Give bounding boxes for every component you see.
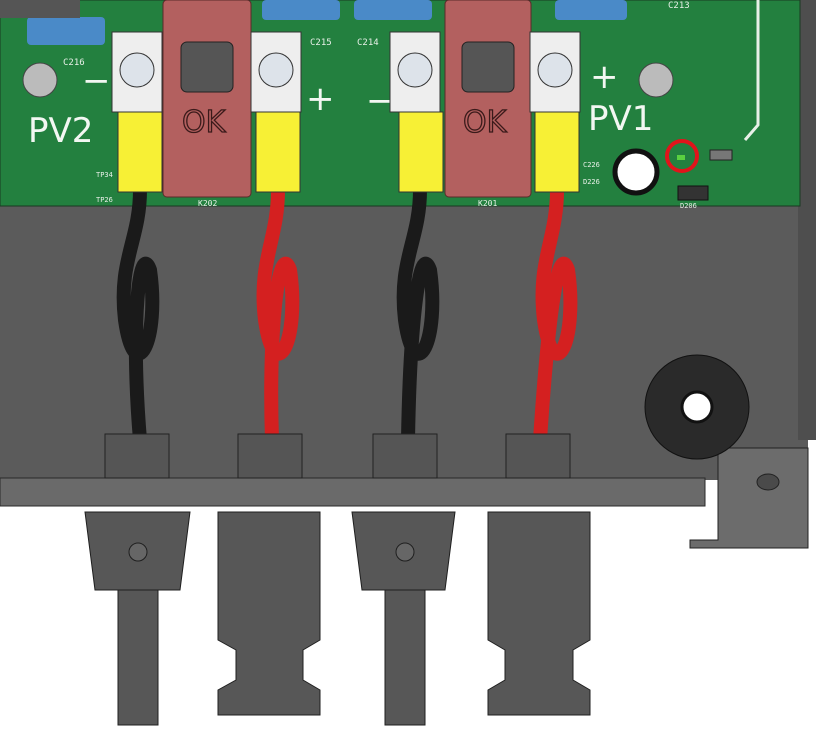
sleeve-pv2-minus <box>117 111 163 193</box>
fuse-label: OK <box>182 105 227 140</box>
fuse-holder-k201[interactable]: OK <box>444 0 532 198</box>
fuse-label: OK <box>463 105 508 140</box>
pv1-plus-sign: + <box>590 57 619 97</box>
label-k202: K202 <box>198 199 217 208</box>
label-c215: C215 <box>310 38 332 48</box>
sleeve-pv1-plus <box>534 111 580 193</box>
label-c226: C226 <box>583 161 600 169</box>
pv2-minus-sign: − <box>82 61 111 101</box>
mount-screw-right-icon <box>638 62 674 98</box>
sleeve-pv1-minus <box>398 111 444 193</box>
capacitor-c215 <box>262 0 340 20</box>
label-c214: C214 <box>357 38 379 48</box>
label-c216: C216 <box>63 58 85 68</box>
wire-pv1-plus <box>533 189 578 441</box>
wire-pv2-minus <box>116 189 160 441</box>
enclosure-bottom-lip <box>0 477 706 507</box>
pcb-outline-trace <box>743 0 760 141</box>
label-d226: D226 <box>583 178 600 186</box>
label-pv1: PV1 <box>588 99 653 139</box>
highlight-circle <box>665 139 699 173</box>
wire-pv1-minus <box>396 189 440 441</box>
fuse-holder-k202[interactable]: OK <box>162 0 252 198</box>
mount-screw-left-icon <box>22 62 58 98</box>
smd-diode-d206 <box>677 185 709 201</box>
label-c213: C213 <box>668 1 690 11</box>
bracket-hole <box>756 473 780 491</box>
mc4-connector-pv2-plus[interactable] <box>217 511 321 716</box>
mc4-connector-pv1-minus[interactable] <box>351 511 456 726</box>
grommet-hole <box>680 390 714 424</box>
capacitor-c216 <box>27 17 105 45</box>
mc4-connector-pv1-plus[interactable] <box>487 511 591 716</box>
enclosure-right-wall <box>798 0 816 440</box>
capacitor-c214 <box>354 0 432 20</box>
smd-resistor <box>709 149 733 161</box>
electrolytic-capacitor <box>612 148 660 196</box>
status-led <box>677 155 685 160</box>
mounting-bracket <box>689 447 809 549</box>
cable-glands <box>104 433 571 479</box>
mc4-connector-pv2-minus[interactable] <box>84 511 191 726</box>
sleeve-pv2-plus <box>255 111 301 193</box>
pv2-plus-sign: + <box>306 79 335 119</box>
label-tp34: TP34 <box>96 171 113 179</box>
capacitor-c213 <box>555 0 627 20</box>
dark-component <box>0 0 80 18</box>
label-k201: K201 <box>478 199 497 208</box>
label-d206: D206 <box>680 202 697 210</box>
terminal-pv1-minus <box>389 31 441 113</box>
label-tp26: TP26 <box>96 196 113 204</box>
terminal-pv2-minus <box>111 31 163 113</box>
wire-pv2-plus <box>256 189 300 441</box>
label-pv2: PV2 <box>28 111 93 151</box>
terminal-pv2-plus <box>250 31 302 113</box>
terminal-pv1-plus <box>529 31 581 113</box>
